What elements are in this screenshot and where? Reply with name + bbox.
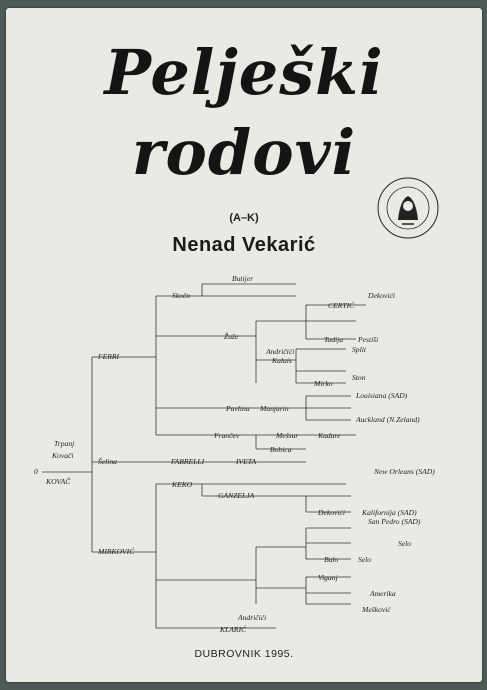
label-francev: Frančev [213, 431, 240, 440]
label-keko: KEKO [171, 480, 193, 489]
title-line-1: Pelješki [104, 36, 384, 109]
label-dekovici-2: Dekovići [317, 508, 345, 517]
label-kadare: Kadare [317, 431, 341, 440]
label-dekovici-1: Dekovići [367, 291, 395, 300]
label-zuze: Žuže [224, 331, 239, 341]
label-ferri: FERRI [97, 352, 120, 361]
label-butijer: Butijer [232, 274, 253, 283]
label-kalais: Kalais [271, 356, 292, 365]
label-amerika: Amerika [369, 589, 396, 598]
author-name: Nenad Vekarić [172, 234, 316, 256]
label-trpanj: Trpanj [54, 439, 74, 448]
label-ganzelja: GANZELJA [218, 491, 255, 500]
label-pavlina: Pavlina [225, 404, 250, 413]
label-selo-2: Selo [358, 555, 371, 564]
academy-seal-icon [377, 177, 439, 239]
label-kovaci: Kovači [51, 451, 74, 460]
label-ston: Ston [352, 373, 366, 382]
label-klaric: KLARIĆ [219, 624, 247, 634]
label-melsur: Mešsur [275, 431, 298, 440]
label-viganj: Viganj [318, 573, 338, 582]
label-new-orleans: New Orleans (SAD) [373, 467, 435, 476]
label-selina: Šelina [98, 456, 117, 466]
label-manjarin: Manjarin [259, 404, 289, 413]
label-mirkovic: MIRKOVIĆ [97, 546, 135, 556]
label-kalifornija: Kalifornija (SAD) [361, 508, 417, 517]
label-auckland: Auckland (N.Zeland) [355, 415, 420, 424]
label-bobica: Bobica [270, 445, 292, 454]
volume-range: (A–K) [229, 212, 259, 224]
label-fabrelli: FABRELLI [170, 457, 205, 466]
book-cover: Pelješki rodovi (A–K) Nenad Vekarić [6, 8, 482, 682]
publication-footer: DUBROVNIK 1995. [194, 648, 294, 660]
root-zero: 0 [34, 467, 38, 476]
label-louisiana: Louisiana (SAD) [355, 391, 408, 400]
label-mirko: Mirko [313, 379, 333, 388]
label-iveta: IVETA [235, 457, 256, 466]
label-kovac: KOVAČ [45, 476, 71, 486]
label-tadija: Tadija [324, 335, 343, 344]
label-andricici-1: Andričići [265, 347, 294, 356]
title-line-2: rodovi [131, 116, 357, 189]
label-selo-1: Selo [398, 539, 411, 548]
label-pestisi: Pestiši [357, 335, 378, 344]
label-skoco: Skočo [172, 291, 190, 300]
label-certic: CERTIĆ [328, 300, 355, 310]
label-andricici-2: Andričići [237, 613, 266, 622]
label-san-pedro: San Pedro (SAD) [368, 517, 421, 526]
label-meskovic: Mešković [361, 605, 391, 614]
genealogy-tree: Trpanj Kovači 0 KOVAČ FERRI Šelina FABRE… [34, 274, 435, 634]
label-balo: Balo [324, 555, 339, 564]
label-split: Split [352, 345, 367, 354]
